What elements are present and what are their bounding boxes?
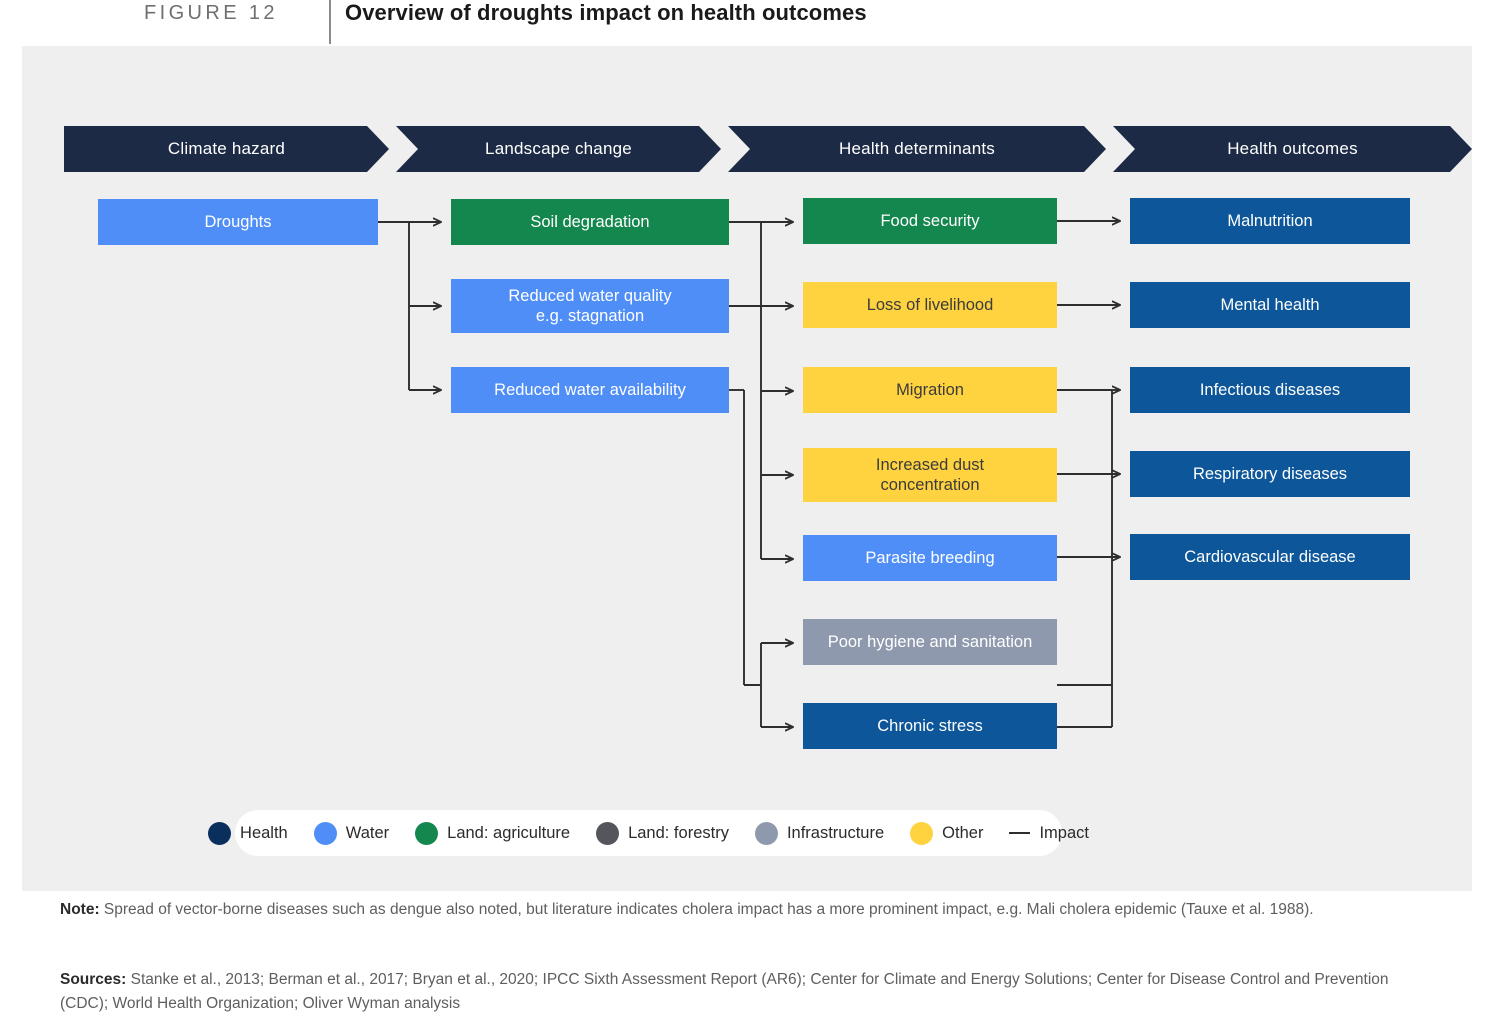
node-label-line1: Increased dust	[875, 456, 985, 474]
node-label: Soil degradation	[530, 213, 650, 231]
node-label-line1: Reduced water quality	[508, 287, 672, 305]
note-text: Spread of vector-borne diseases such as …	[99, 901, 1314, 918]
legend-label: Impact	[1039, 823, 1089, 842]
legend-item-other[interactable]: Other	[910, 821, 984, 845]
node-reduced-water-quality[interactable]: Reduced water quality e.g. stagnation	[451, 279, 729, 333]
column-header-health-outcomes: Health outcomes	[1113, 126, 1472, 172]
node-label: Droughts	[204, 213, 272, 231]
legend-swatch-icon	[754, 821, 778, 845]
legend-item-impact[interactable]: Impact	[1009, 824, 1089, 843]
legend-label: Land: agriculture	[447, 823, 571, 842]
node-food-security[interactable]: Food security	[803, 198, 1057, 244]
node-label: Malnutrition	[1227, 212, 1313, 230]
legend: Health Water Land: agriculture Land: for…	[208, 810, 1089, 856]
sources-text: Stanke et al., 2013; Berman et al., 2017…	[60, 971, 1389, 1012]
note-block: Note: Spread of vector-borne diseases su…	[60, 898, 1400, 922]
legend-swatch-icon	[415, 821, 439, 845]
legend-swatch-icon	[208, 821, 232, 845]
column-header-landscape-change: Landscape change	[396, 126, 721, 172]
node-label: Migration	[896, 381, 964, 399]
node-reduced-water-availability[interactable]: Reduced water availability	[451, 367, 729, 413]
node-droughts[interactable]: Droughts	[98, 199, 378, 245]
legend-item-health[interactable]: Health	[208, 821, 288, 845]
legend-item-infrastructure[interactable]: Infrastructure	[754, 821, 885, 845]
column-header-label: Health determinants	[839, 139, 995, 158]
legend-swatch-icon	[910, 821, 934, 845]
node-loss-of-livelihood[interactable]: Loss of livelihood	[803, 282, 1057, 328]
column-header-health-determinants: Health determinants	[728, 126, 1106, 172]
node-parasite-breeding[interactable]: Parasite breeding	[803, 535, 1057, 581]
legend-item-land-forestry[interactable]: Land: forestry	[596, 821, 729, 845]
legend-label: Land: forestry	[628, 823, 729, 842]
legend-label: Health	[240, 823, 288, 842]
page-title: Overview of droughts impact on health ou…	[345, 0, 867, 25]
column-header-climate-hazard: Climate hazard	[64, 126, 389, 172]
figure-header: FIGURE 12 Overview of droughts impact on…	[0, 0, 1494, 45]
node-label: Cardiovascular disease	[1184, 548, 1356, 566]
node-label: Reduced water availability	[494, 381, 686, 399]
title-divider	[329, 0, 331, 44]
column-header-label: Climate hazard	[167, 139, 286, 158]
figure-number: FIGURE 12	[144, 2, 278, 24]
node-increased-dust-concentration[interactable]: Increased dust concentration	[803, 448, 1057, 502]
node-label: Mental health	[1220, 296, 1320, 314]
legend-swatch-icon	[313, 821, 337, 845]
node-poor-hygiene-and-sanitation[interactable]: Poor hygiene and sanitation	[803, 619, 1057, 665]
node-label: Poor hygiene and sanitation	[827, 633, 1033, 651]
legend-label: Other	[942, 823, 984, 842]
node-soil-degradation[interactable]: Soil degradation	[451, 199, 729, 245]
legend-label: Infrastructure	[786, 823, 885, 842]
node-chronic-stress[interactable]: Chronic stress	[803, 703, 1057, 749]
node-infectious-diseases[interactable]: Infectious diseases	[1130, 367, 1410, 413]
node-mental-health[interactable]: Mental health	[1130, 282, 1410, 328]
sources-block: Sources: Stanke et al., 2013; Berman et …	[60, 968, 1400, 1016]
note-label: Note:	[60, 901, 100, 918]
node-respiratory-diseases[interactable]: Respiratory diseases	[1130, 451, 1410, 497]
node-label: Parasite breeding	[865, 549, 995, 567]
node-label: Respiratory diseases	[1192, 465, 1348, 483]
node-label: Infectious diseases	[1199, 381, 1341, 399]
node-label: Food security	[880, 212, 980, 230]
node-label: Loss of livelihood	[866, 296, 994, 314]
node-label: Chronic stress	[877, 717, 983, 735]
node-label-line2: e.g. stagnation	[535, 307, 645, 325]
legend-swatch-icon	[596, 821, 620, 845]
impact-line-icon	[1009, 831, 1031, 835]
node-cardiovascular-disease[interactable]: Cardiovascular disease	[1130, 534, 1410, 580]
legend-item-land-agriculture[interactable]: Land: agriculture	[415, 821, 571, 845]
sources-label: Sources:	[60, 971, 127, 988]
node-label-line2: concentration	[880, 476, 980, 494]
legend-label: Water	[345, 823, 390, 842]
figure-canvas: Climate hazard Landscape change Health d…	[22, 46, 1472, 891]
legend-item-water[interactable]: Water	[313, 821, 390, 845]
column-header-label: Health outcomes	[1227, 139, 1358, 158]
node-malnutrition[interactable]: Malnutrition	[1130, 198, 1410, 244]
node-migration[interactable]: Migration	[803, 367, 1057, 413]
column-header-label: Landscape change	[485, 139, 632, 158]
